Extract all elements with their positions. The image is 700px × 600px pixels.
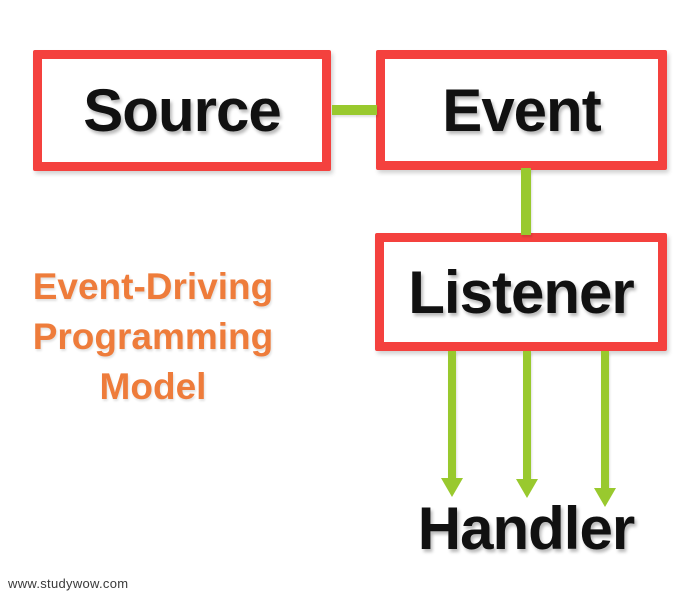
diagram-caption-line-3: Model bbox=[99, 366, 207, 407]
node-listener: Listener bbox=[375, 233, 667, 351]
node-event-label: Event bbox=[442, 76, 601, 144]
watermark-text: www.studywow.com bbox=[8, 576, 129, 591]
diagram-caption: Event-Driving Programming Model bbox=[13, 262, 293, 412]
node-source: Source bbox=[33, 50, 331, 171]
arrow-listener-handler-3 bbox=[594, 351, 616, 507]
connector-event-listener bbox=[521, 168, 531, 235]
node-source-label: Source bbox=[83, 77, 281, 144]
diagram-caption-line-1: Event-Driving bbox=[32, 266, 274, 307]
arrow-down-icon bbox=[516, 479, 538, 498]
arrow-down-icon bbox=[441, 478, 463, 497]
connector-source-event bbox=[332, 105, 377, 115]
arrow-shaft bbox=[448, 351, 456, 478]
diagram-caption-line-2: Programming bbox=[32, 316, 274, 357]
arrow-shaft bbox=[523, 351, 531, 479]
node-handler-label: Handler bbox=[417, 495, 635, 562]
arrow-shaft bbox=[601, 351, 609, 488]
arrow-listener-handler-2 bbox=[516, 351, 538, 498]
arrow-down-icon bbox=[594, 488, 616, 507]
node-listener-label: Listener bbox=[408, 258, 634, 326]
node-event: Event bbox=[376, 50, 667, 170]
arrow-listener-handler-1 bbox=[441, 351, 463, 497]
